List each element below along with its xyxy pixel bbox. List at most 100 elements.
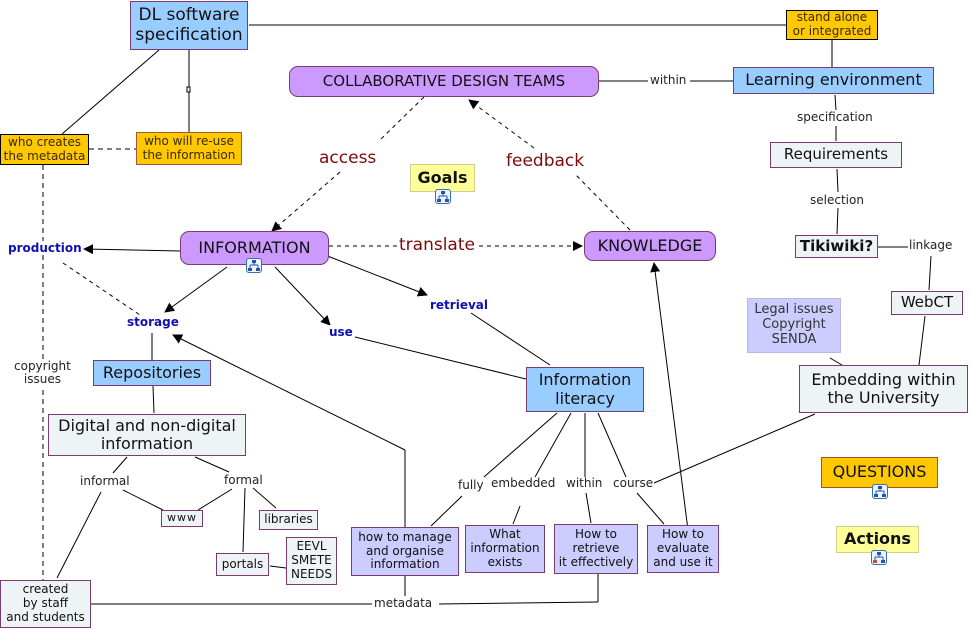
edge xyxy=(430,495,463,527)
edge xyxy=(379,96,425,141)
link-translate: translate xyxy=(399,235,475,255)
edge xyxy=(836,168,839,193)
link-formal: formal xyxy=(224,473,263,488)
concept-dl-software-spec[interactable]: DL software specification xyxy=(130,1,248,50)
edge xyxy=(597,412,627,478)
edge xyxy=(194,456,230,473)
link-linkage: linkage xyxy=(909,238,953,253)
link-within-top: within xyxy=(650,73,687,88)
edge xyxy=(56,491,102,579)
concept-label: DL software specification xyxy=(135,4,243,45)
concept-label: What information exists xyxy=(470,527,540,569)
concept-tikiwiki[interactable]: Tikiwiki? xyxy=(795,235,878,258)
edge xyxy=(152,385,155,414)
concept-label: Goals xyxy=(417,167,468,187)
edge xyxy=(83,244,181,255)
concept-label: How to evaluate and use it xyxy=(653,527,713,569)
concept-how-to-manage[interactable]: how to manage and organise information xyxy=(351,527,459,576)
concept-libraries[interactable]: libraries xyxy=(259,510,318,530)
edge xyxy=(197,488,233,511)
concept-embedding[interactable]: Embedding within the University xyxy=(799,365,968,413)
concept-label: www xyxy=(167,511,197,525)
concept-webct[interactable]: WebCT xyxy=(891,291,963,315)
concept-actions[interactable]: Actions xyxy=(836,526,919,553)
edge xyxy=(574,173,631,231)
concept-requirements[interactable]: Requirements xyxy=(770,142,902,168)
concept-created-by[interactable]: created by staff and students xyxy=(0,580,91,628)
concept-portals[interactable]: portals xyxy=(216,553,269,576)
concept-stand-alone[interactable]: stand alone or integrated xyxy=(786,10,878,40)
concept-who-creates-metadata[interactable]: who creates the metadata xyxy=(0,134,89,165)
link-production: production xyxy=(8,241,82,255)
concept-goals[interactable]: Goals xyxy=(410,164,475,192)
concept-label: created by staff and students xyxy=(6,582,85,624)
concept-how-to-evaluate[interactable]: How to evaluate and use it xyxy=(647,525,719,573)
concept-label: Information literacy xyxy=(538,370,632,408)
edge xyxy=(274,266,331,326)
concept-label: Repositories xyxy=(102,362,202,382)
concept-information-literacy[interactable]: Information literacy xyxy=(526,367,644,412)
concept-label: how to manage and organise information xyxy=(358,529,452,572)
edge xyxy=(653,413,816,484)
edge xyxy=(62,262,141,316)
edge xyxy=(650,262,689,531)
link-specification: specification xyxy=(797,110,873,125)
link-selection: selection xyxy=(810,193,864,208)
concept-how-to-retrieve[interactable]: How to retrieve it effectively xyxy=(554,524,638,574)
concept-label: who will re-use the information xyxy=(142,133,236,162)
edge xyxy=(829,357,843,366)
link-access: access xyxy=(319,148,377,168)
concept-collaborative-design-teams[interactable]: COLLABORATIVE DESIGN TEAMS xyxy=(289,66,599,97)
edge xyxy=(918,315,926,366)
goals-submap-icon[interactable] xyxy=(435,189,451,204)
edge xyxy=(242,487,246,553)
edge xyxy=(172,334,406,451)
link-metadata: metadata xyxy=(374,596,433,611)
concept-label: Embedding within the University xyxy=(811,369,956,407)
edge xyxy=(324,254,428,297)
concept-label: How to retrieve it effectively xyxy=(558,527,634,569)
information-submap-icon[interactable] xyxy=(246,258,262,273)
edge xyxy=(61,49,160,135)
link-retrieval: retrieval xyxy=(430,298,488,312)
concept-learning-environment[interactable]: Learning environment xyxy=(733,67,934,94)
concept-label: QUESTIONS xyxy=(832,462,927,482)
link-storage: storage xyxy=(127,315,179,329)
edge xyxy=(468,99,535,149)
concept-www[interactable]: www xyxy=(161,510,203,527)
concept-what-information[interactable]: What information exists xyxy=(465,525,545,573)
concept-label: Legal issues Copyright SENDA xyxy=(754,302,834,347)
concept-digital-info[interactable]: Digital and non-digital information xyxy=(48,414,246,456)
link-informal: informal xyxy=(80,474,130,489)
actions-submap-icon[interactable] xyxy=(871,550,887,565)
edge xyxy=(122,489,164,511)
link-feedback: feedback xyxy=(506,151,585,171)
concept-repositories[interactable]: Repositories xyxy=(93,360,211,386)
concept-label: portals xyxy=(221,556,264,571)
edge xyxy=(252,487,277,509)
edge xyxy=(928,255,932,291)
edge xyxy=(512,505,521,525)
edge xyxy=(534,412,572,478)
edge xyxy=(585,492,592,524)
concept-label: stand alone or integrated xyxy=(792,10,872,38)
concept-label: WebCT xyxy=(900,293,954,312)
concept-label: libraries xyxy=(264,512,313,527)
concept-eevl-smete-needs[interactable]: EEVL SMETE NEEDS xyxy=(286,537,337,585)
concept-label: EEVL SMETE NEEDS xyxy=(291,539,332,581)
edge xyxy=(834,94,837,111)
questions-submap-icon[interactable] xyxy=(872,484,888,499)
link-use: use xyxy=(329,325,353,339)
concept-label: who creates the metadata xyxy=(3,134,86,163)
edge xyxy=(354,336,527,380)
edge xyxy=(438,601,599,605)
concept-knowledge[interactable]: KNOWLEDGE xyxy=(584,231,716,261)
concept-label: Digital and non-digital information xyxy=(58,415,236,453)
concept-legal-issues[interactable]: Legal issues Copyright SENDA xyxy=(747,298,841,353)
link-course: course xyxy=(613,476,654,491)
concept-who-will-reuse[interactable]: who will re-use the information xyxy=(136,132,242,165)
edge xyxy=(271,171,341,232)
link-within-bottom: within xyxy=(566,476,603,491)
edge xyxy=(164,266,228,313)
concept-label: Learning environment xyxy=(745,70,922,90)
